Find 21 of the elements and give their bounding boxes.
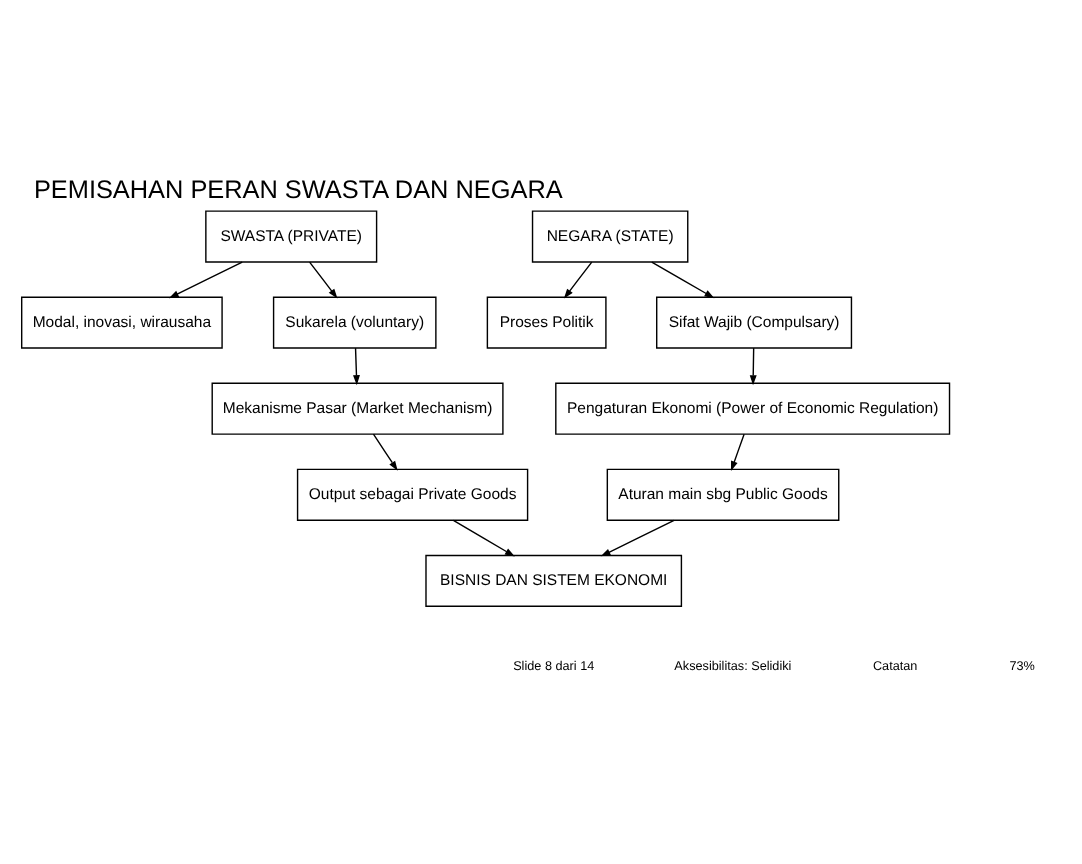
node-box: Proses Politik bbox=[486, 296, 607, 349]
node-box: Output sebagai Private Goods bbox=[296, 468, 529, 521]
arrow bbox=[168, 261, 243, 299]
arrow bbox=[749, 347, 757, 386]
node-box: Modal, inovasi, wirausaha bbox=[21, 296, 223, 349]
node-box: SWASTA (PRIVATE) bbox=[205, 210, 378, 263]
arrow bbox=[452, 519, 515, 557]
node-box: NEGARA (STATE) bbox=[531, 210, 689, 263]
node-box: Sukarela (voluntary) bbox=[272, 296, 437, 349]
node-box: Sifat Wajib (Compulsary) bbox=[656, 296, 853, 349]
arrow bbox=[563, 261, 593, 299]
node-box: Mekanisme Pasar (Market Mechanism) bbox=[211, 382, 504, 435]
node-box: BISNIS DAN SISTEM EKONOMI bbox=[425, 554, 683, 607]
arrow bbox=[353, 347, 360, 386]
node-box: Aturan main sbg Public Goods bbox=[606, 468, 840, 521]
diagram-title: PEMISAHAN PERAN SWASTA DAN NEGARA bbox=[33, 175, 563, 204]
arrow bbox=[651, 261, 715, 299]
arrow bbox=[372, 433, 398, 471]
arrow bbox=[730, 433, 745, 472]
node-box: Pengaturan Ekonomi (Power of Economic Regulation) bbox=[555, 382, 951, 435]
arrow bbox=[308, 261, 338, 299]
